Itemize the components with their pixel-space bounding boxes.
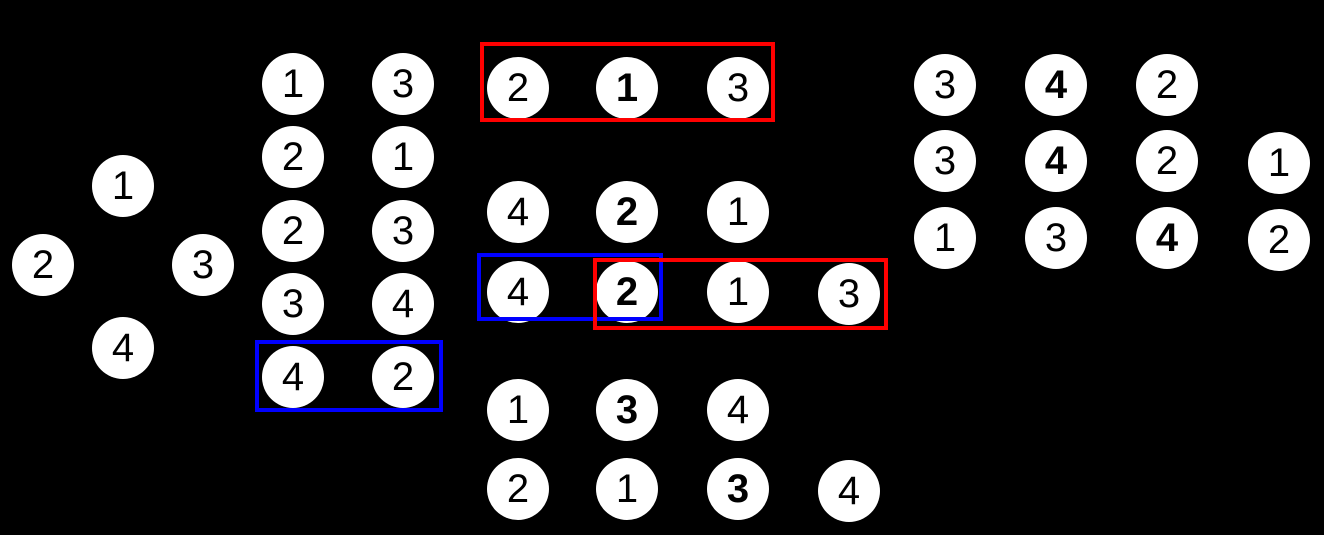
node-circle[interactable]: 2	[262, 200, 324, 262]
node-circle[interactable]: 4	[818, 460, 880, 522]
node-circle[interactable]: 4	[1025, 130, 1087, 192]
node-circle[interactable]: 3	[707, 57, 769, 119]
node-circle[interactable]: 4	[262, 346, 324, 408]
node-circle[interactable]: 2	[1248, 209, 1310, 271]
node-circle[interactable]: 2	[372, 346, 434, 408]
node-circle[interactable]: 2	[1136, 130, 1198, 192]
node-circle[interactable]: 2	[487, 57, 549, 119]
highlight-box-red	[593, 258, 888, 330]
node-circle[interactable]: 3	[372, 53, 434, 115]
node-circle[interactable]: 2	[596, 181, 658, 243]
node-circle[interactable]: 3	[914, 130, 976, 192]
node-circle[interactable]: 2	[1136, 54, 1198, 116]
node-circle[interactable]: 4	[707, 379, 769, 441]
node-circle[interactable]: 3	[818, 263, 880, 325]
node-circle[interactable]: 3	[1025, 207, 1087, 269]
highlight-box-red	[480, 42, 775, 122]
node-circle[interactable]: 3	[914, 54, 976, 116]
node-circle[interactable]: 4	[487, 261, 549, 323]
node-circle[interactable]: 3	[707, 458, 769, 520]
node-circle[interactable]: 3	[372, 200, 434, 262]
node-circle[interactable]: 4	[1136, 207, 1198, 269]
node-circle[interactable]: 2	[487, 458, 549, 520]
node-circle[interactable]: 1	[914, 207, 976, 269]
node-circle[interactable]: 4	[1025, 54, 1087, 116]
node-circle[interactable]: 2	[596, 261, 658, 323]
node-circle[interactable]: 3	[596, 379, 658, 441]
node-circle[interactable]: 3	[262, 273, 324, 335]
node-circle[interactable]: 1	[596, 458, 658, 520]
node-circle[interactable]: 1	[707, 261, 769, 323]
node-circle[interactable]: 4	[92, 317, 154, 379]
node-circle[interactable]: 4	[372, 273, 434, 335]
highlight-box-blue	[477, 253, 663, 321]
node-circle[interactable]: 2	[12, 234, 74, 296]
node-circle[interactable]: 2	[262, 126, 324, 188]
node-circle[interactable]: 1	[707, 181, 769, 243]
node-circle[interactable]: 1	[487, 379, 549, 441]
node-circle[interactable]: 3	[172, 234, 234, 296]
node-circle[interactable]: 1	[262, 53, 324, 115]
node-circle[interactable]: 1	[92, 155, 154, 217]
node-circle[interactable]: 1	[372, 126, 434, 188]
node-circle[interactable]: 1	[1248, 132, 1310, 194]
node-circle[interactable]: 1	[596, 57, 658, 119]
node-circle[interactable]: 4	[487, 181, 549, 243]
highlight-box-blue	[255, 340, 443, 412]
